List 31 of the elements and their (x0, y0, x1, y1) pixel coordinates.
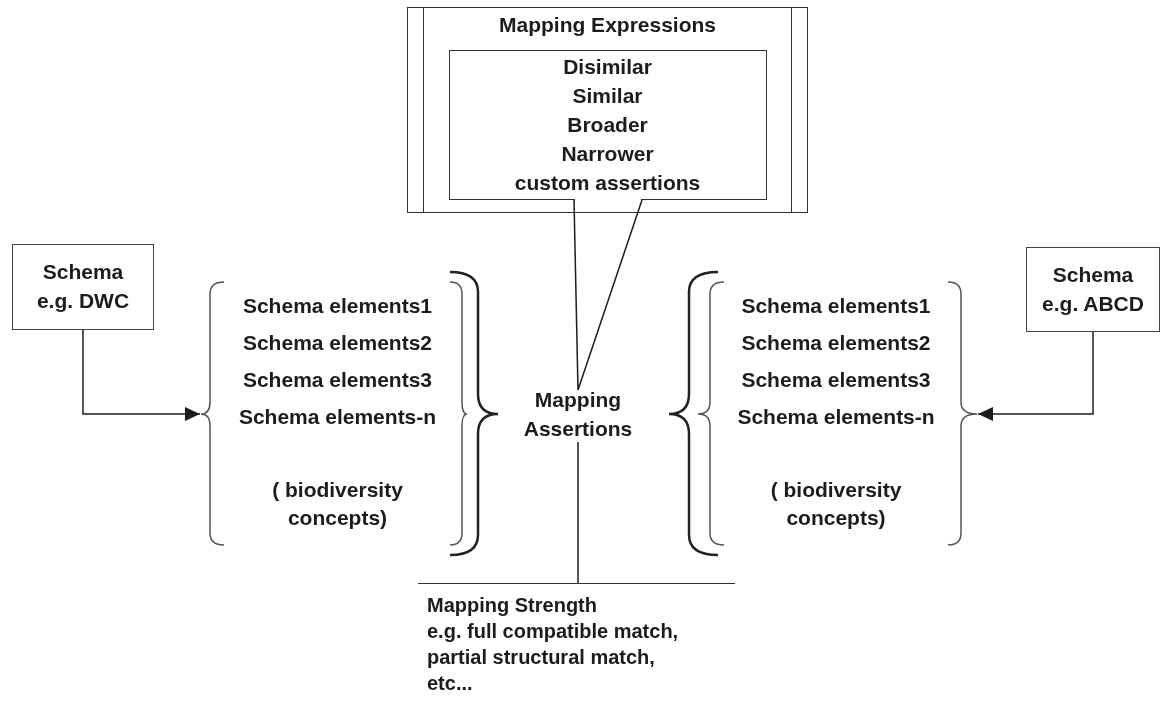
annotation-heading: Mapping Strength (427, 593, 598, 618)
list-item: Schema elements3 (241, 367, 434, 393)
annotation-text: e.g. full compatible match, partial structural match, etc... (427, 619, 680, 696)
callout-tail (573, 199, 643, 391)
box-subtitle: e.g. DWC (35, 288, 131, 314)
note-text: ( biodiversity concepts) (769, 477, 903, 531)
callout-box (448, 49, 767, 200)
note-text: ( biodiversity concepts) (271, 477, 404, 531)
box-title: Mapping Expressions (497, 12, 717, 38)
box-subtitle: e.g. ABCD (1041, 291, 1145, 317)
box-title: Schema (41, 259, 125, 285)
connector-line (577, 441, 579, 584)
list-item: Similar (571, 82, 644, 109)
list-item: Schema elements3 (740, 367, 932, 393)
list-item: Schema elements2 (241, 330, 434, 356)
arrow (977, 331, 1094, 421)
list-item: Narrower (560, 140, 655, 167)
box-title: Schema (1051, 262, 1135, 288)
list-item: Schema elements1 (241, 293, 434, 319)
node-label: Mapping Assertions (510, 386, 646, 442)
predefined-process-box (407, 7, 808, 213)
list-item: Schema elements1 (740, 293, 932, 319)
list-item: Broader (566, 111, 649, 138)
list-item: Disimilar (562, 53, 653, 80)
list-item: Schema elements-n (237, 404, 438, 430)
arrow (82, 329, 201, 421)
process-box (12, 244, 154, 330)
list-item: Schema elements-n (736, 404, 936, 430)
list-item: Schema elements2 (740, 330, 932, 356)
list-item: custom assertions (513, 169, 702, 196)
process-box (1026, 247, 1160, 332)
